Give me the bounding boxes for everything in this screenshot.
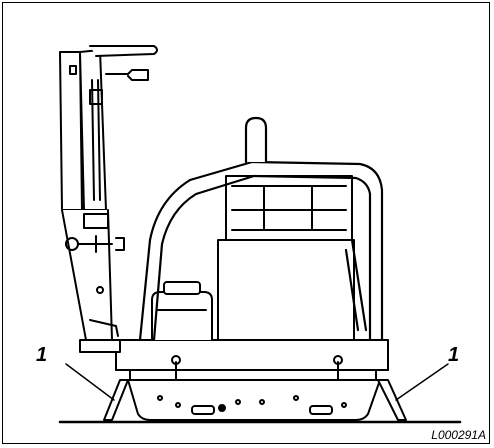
roll-cage: [138, 116, 384, 342]
rubber-buffer-right: [377, 379, 407, 421]
callout-number-left: 1: [36, 344, 48, 366]
base-plate: [115, 339, 389, 421]
callout-leader-right: [395, 363, 449, 401]
handle-guide-bar: [59, 45, 158, 353]
engine: [217, 175, 355, 341]
callout-leader-left: [65, 363, 115, 401]
rubber-buffer-left: [103, 379, 129, 421]
callout-number-right: 1: [448, 344, 460, 366]
fuel-tank: [151, 281, 213, 341]
figure-identifier: L000291A: [431, 428, 486, 442]
